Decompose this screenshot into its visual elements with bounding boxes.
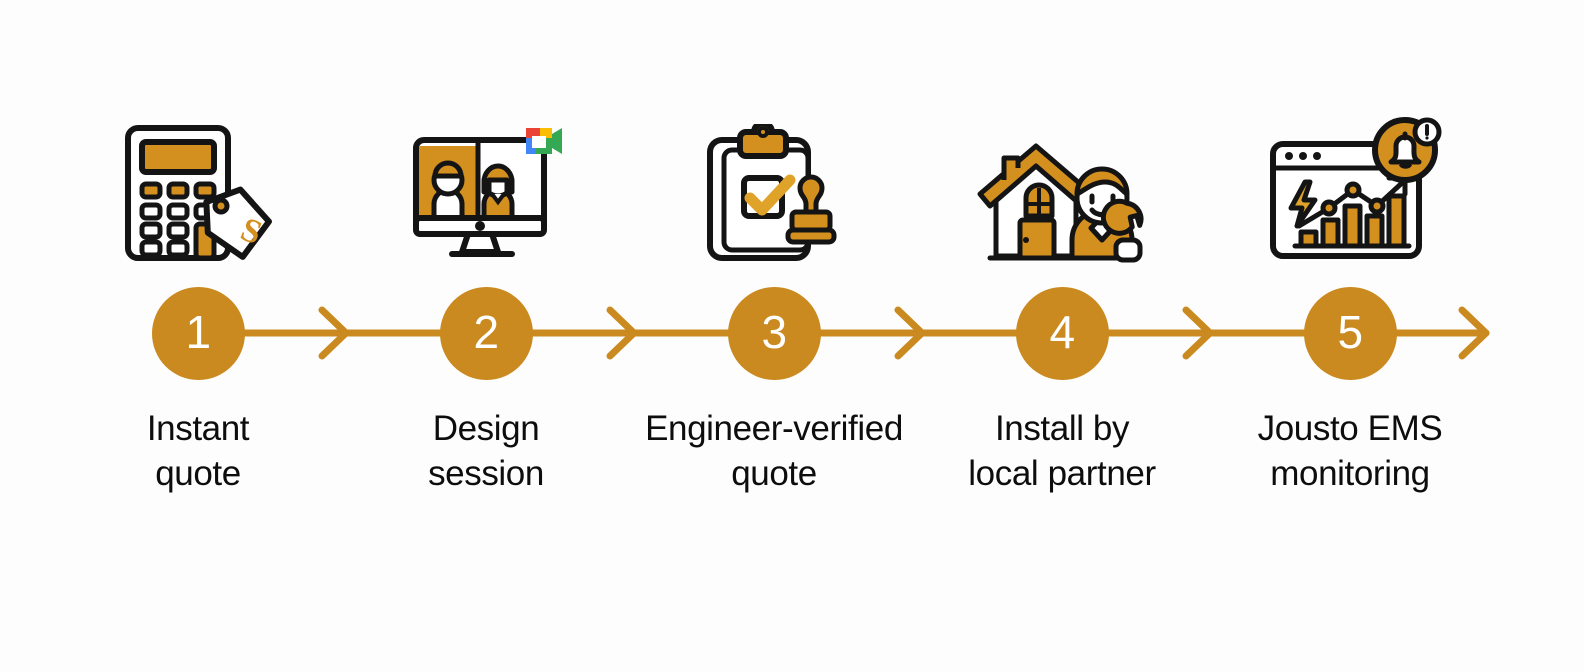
step-number-2: 2 [473, 305, 499, 358]
step-number-5: 5 [1337, 305, 1363, 358]
step-label-5: Jousto EMS monitoring [1176, 406, 1524, 496]
bell-notification-badge [1372, 117, 1442, 183]
step-label-3: Engineer-verified quote [600, 406, 948, 496]
video-call-monitor-icon [342, 104, 630, 264]
step-label-2-line1: Design [432, 409, 540, 448]
rubber-stamp-shape [785, 174, 837, 245]
step-1[interactable]: S 1 Instant quote [54, 0, 342, 672]
step-number-badge-3[interactable]: 3 [727, 287, 821, 380]
step-number-badge-4[interactable]: 4 [1015, 287, 1109, 380]
step-label-1-line1: Instant [146, 409, 250, 448]
step-label-2: Design session [312, 406, 660, 496]
house-technician-wrench-icon [918, 104, 1206, 264]
step-label-1-line2: quote [155, 454, 241, 493]
step-number-badge-2[interactable]: 2 [439, 287, 533, 380]
step-label-5-line2: monitoring [1270, 454, 1430, 493]
dashboard-analytics-bell-icon [1206, 104, 1494, 264]
technician-figure [1069, 166, 1144, 263]
step-label-4: Install by local partner [888, 406, 1236, 496]
step-label-1: Instant quote [24, 406, 372, 496]
step-5[interactable]: 5 Jousto EMS monitoring [1206, 0, 1494, 672]
step-label-3-line2: quote [731, 454, 817, 493]
step-3[interactable]: 3 Engineer-verified quote [630, 0, 918, 672]
step-number-badge-1[interactable]: 1 [151, 287, 245, 380]
calculator-price-tag-icon: S [54, 104, 342, 264]
step-label-3-line1: Engineer-verified [645, 409, 903, 448]
step-label-4-line1: Install by [994, 409, 1130, 448]
google-meet-logo [526, 128, 562, 154]
step-number-badge-5[interactable]: 5 [1303, 287, 1397, 380]
step-4[interactable]: 4 Install by local partner [918, 0, 1206, 672]
step-number-1: 1 [185, 305, 211, 358]
step-label-4-line2: local partner [968, 454, 1156, 493]
step-2[interactable]: 2 Design session [342, 0, 630, 672]
clipboard-check-stamp-icon [630, 104, 918, 264]
price-tag-shape: S [203, 186, 272, 260]
step-label-2-line2: session [428, 454, 544, 493]
step-label-5-line1: Jousto EMS [1257, 409, 1443, 448]
step-number-3: 3 [761, 305, 787, 358]
step-number-4: 4 [1049, 305, 1075, 358]
